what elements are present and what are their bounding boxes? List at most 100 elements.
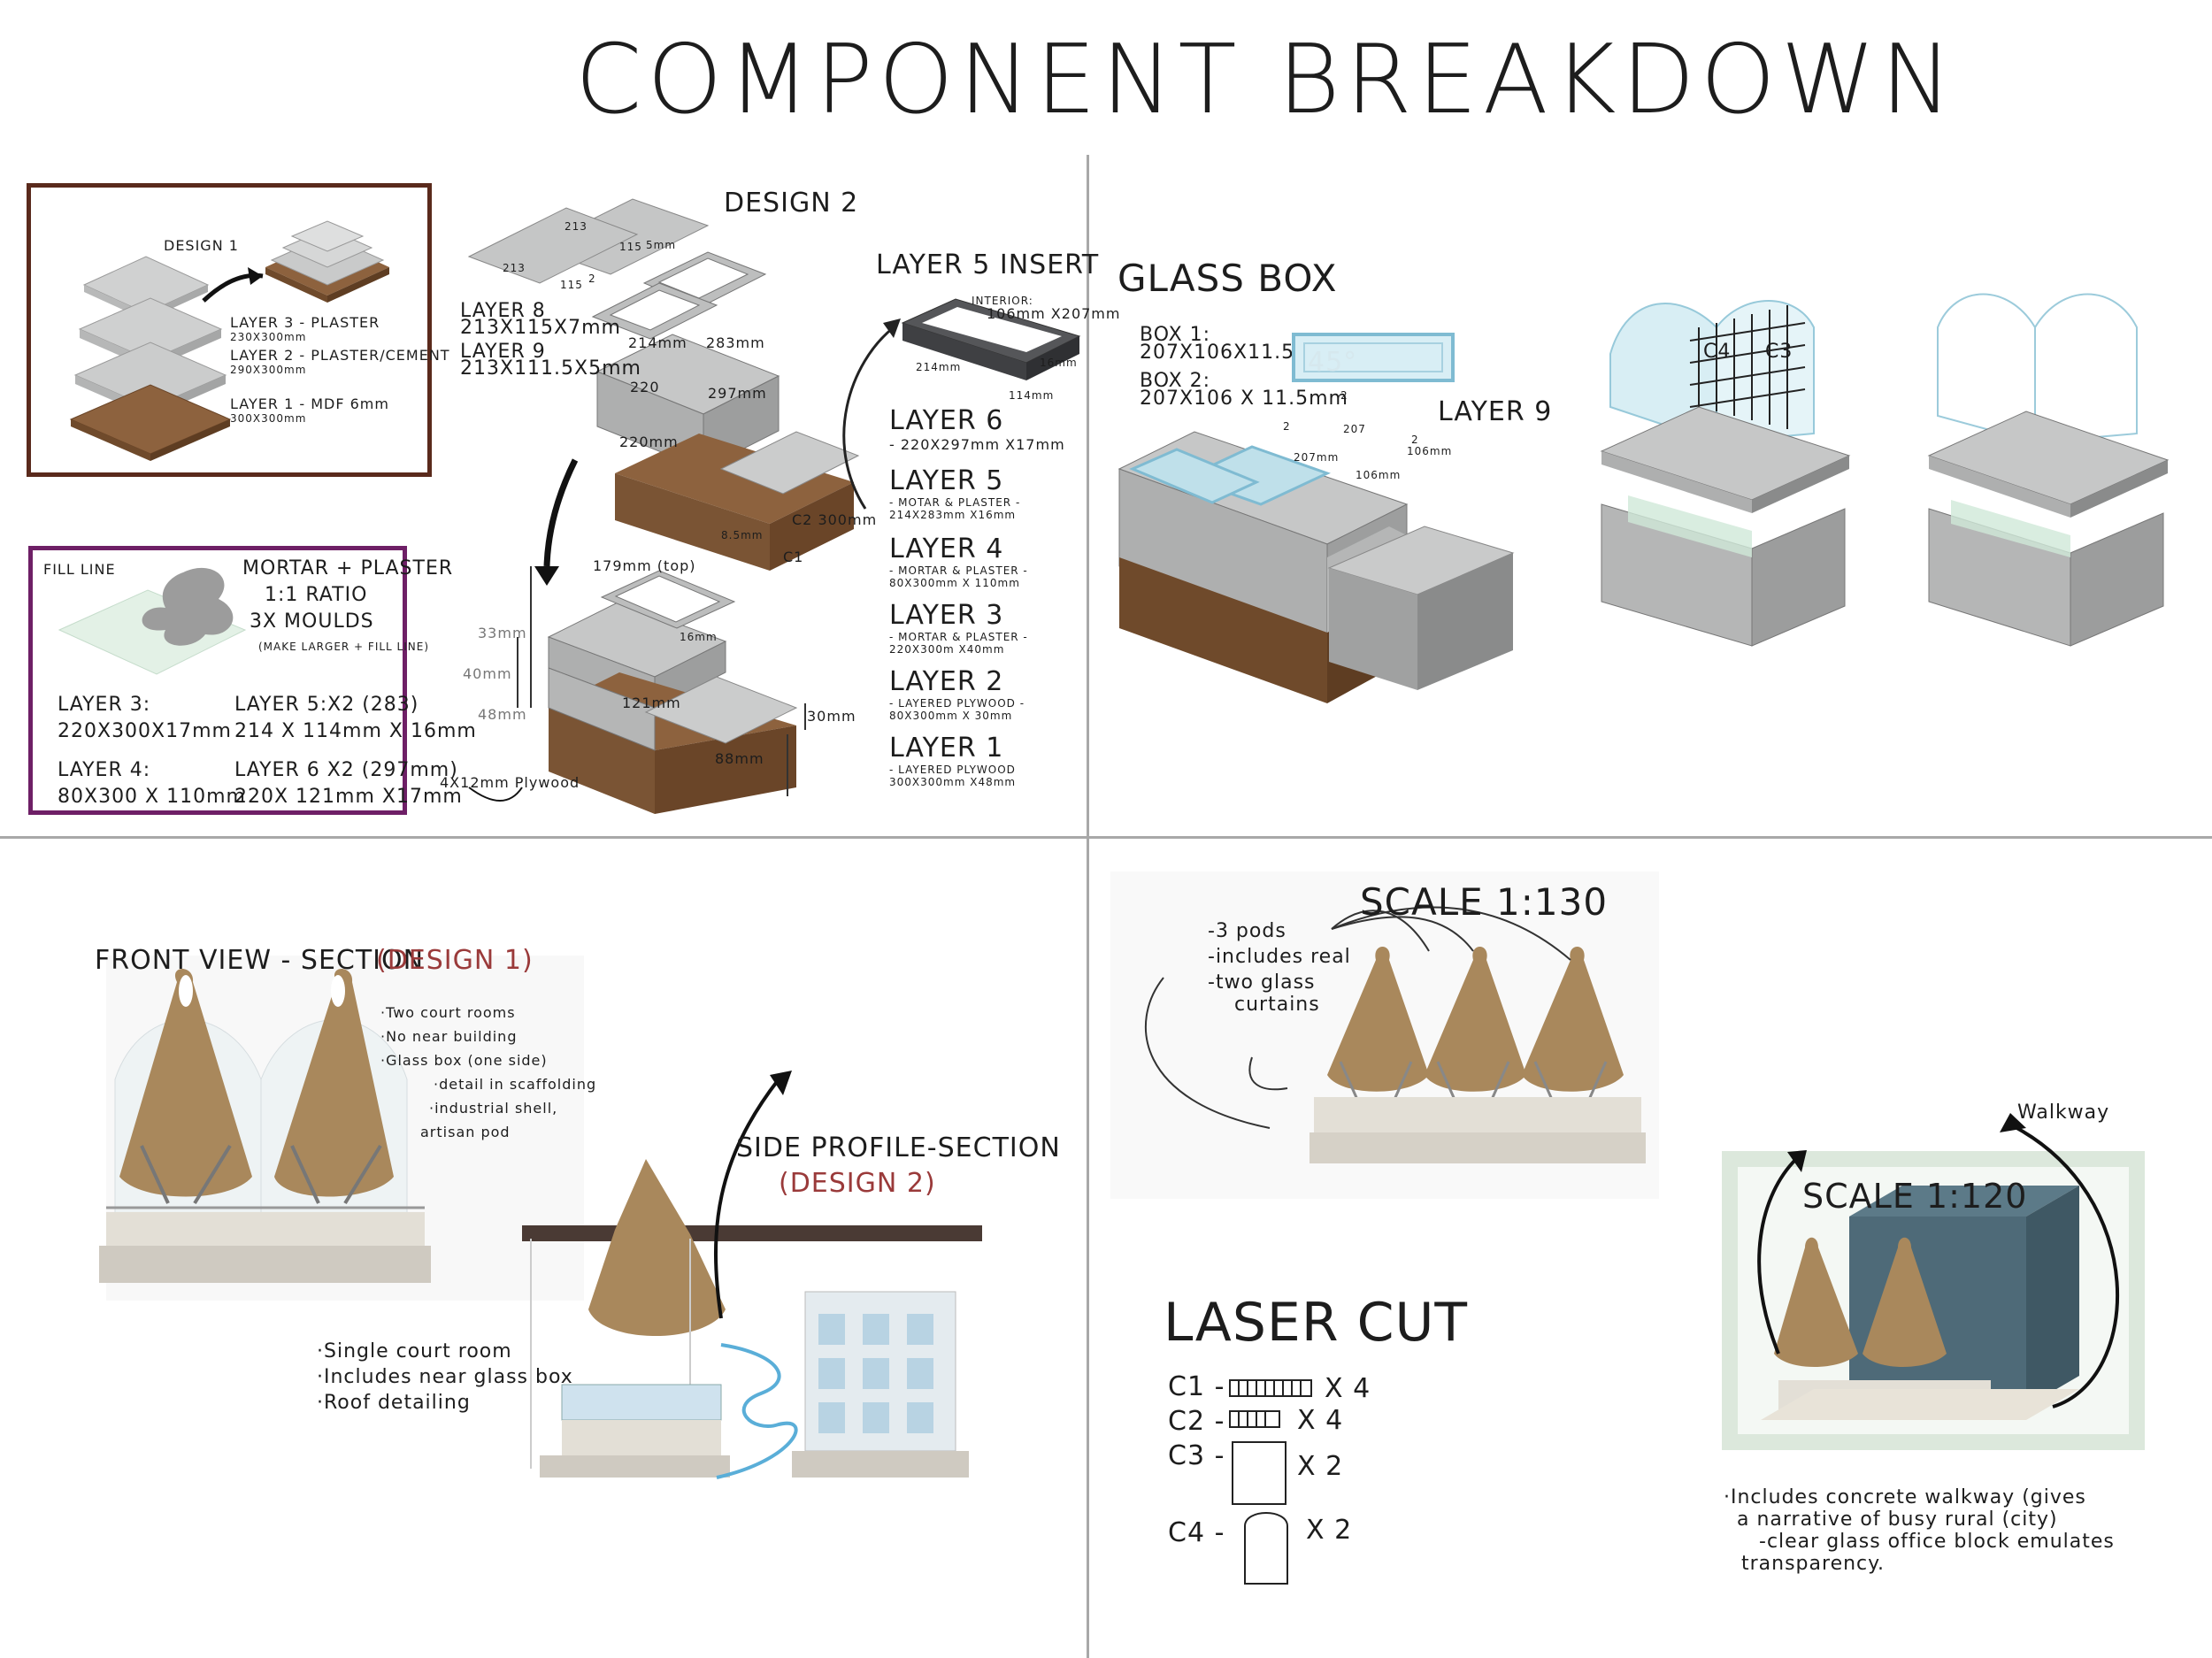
fill-layer6-dim: 220X 121mm X17mm [234,786,463,808]
scale-130-notes: -3 pods -includes real -two glass curtai… [1208,920,1351,1016]
grid-label-c3: C3 [1765,341,1793,363]
glass-box-title: GLASS BOX [1118,257,1338,300]
side-profile-subtitle: (DESIGN 2) [779,1168,936,1199]
dim-plywood: 4X12mm Plywood [440,774,580,791]
glass-angle: 45° [1308,347,1358,378]
fill-layer5-name: LAYER 5:X2 (283) [234,694,419,716]
insert-interior-dim: 106mm X207mm [987,305,1121,322]
fill-line-mould-sketch [58,567,247,675]
s120-note-3: -clear glass office block emulates [1759,1531,2115,1553]
lc-c4-qty: X 2 [1306,1515,1353,1546]
fv-note-1: ·Two court rooms [380,1004,516,1021]
lc-c2-qty: X 4 [1297,1405,1344,1436]
fill-layer4-name: LAYER 4: [58,759,151,781]
fill-line-label: FILL LINE [43,561,116,578]
design2-exploded-model [467,198,1081,814]
lc-c2-code: C2 - [1168,1406,1225,1437]
sp-note-1: ·Single court room [317,1340,512,1362]
mortar-plaster-panel: FILL LINE MORTAR + PLASTER 1:1 RATIO 3X … [28,546,476,815]
dim-48: 48mm [478,706,527,723]
design2-title: DESIGN 2 [724,188,859,219]
glass-small-3: 207 [1343,423,1366,435]
fill-layer5-dim: 214 X 114mm X 16mm [234,720,477,742]
fv-note-3: ·Glass box (one side) [380,1052,548,1069]
d2-layer4-dim: - MORTAR & PLASTER - 80X300mm X 110mm [889,564,1028,589]
s120-note-2: a narrative of busy rural (city) [1737,1508,2058,1531]
fv-note-6: artisan pod [420,1124,511,1140]
fv-note-2: ·No near building [380,1028,518,1045]
model-label-10: 297mm [708,385,767,402]
design1-layer3-name: LAYER 3 - PLASTER [230,314,380,331]
dim-top: 179mm (top) [593,557,696,574]
walkway-label: Walkway [2017,1101,2110,1124]
d2-layer1-dim: - LAYERED PLYWOOD 300X300mm X48mm [889,764,1017,788]
front-view-section-drawing [99,956,584,1301]
dim-30: 30mm [807,708,856,725]
model-label-13: C1 [783,549,804,565]
d2-layer3-dim: - MORTAR & PLASTER - 220X300m X40mm [889,631,1028,656]
design1-layer1-name: LAYER 1 - MDF 6mm [230,395,389,412]
sp-note-2: ·Includes near glass box [317,1366,573,1388]
fv-note-5: ·industrial shell, [429,1100,558,1117]
vertical-divider [1087,155,1089,1658]
design1-layer1-dim: 300X300mm [230,412,307,425]
scale-120-notes: ·Includes concrete walkway (gives a narr… [1724,1486,2115,1575]
layer8-name: LAYER 8 [460,300,546,322]
glass-small-7: 106mm [1407,445,1453,457]
model-label-12: C2 300mm [792,511,878,528]
design1-label: DESIGN 1 [164,237,239,254]
lc-c1-qty: X 4 [1325,1373,1371,1404]
model-label-1: 213 [565,220,588,233]
fill-layer3-name: LAYER 3: [58,694,151,716]
s130-note-2: -includes real [1208,946,1351,968]
page-title: COMPONENT BREAKDOWN [575,25,1958,135]
s120-note-4: transparency. [1741,1553,1886,1575]
side-profile-notes: ·Single court room ·Includes near glass … [317,1340,573,1414]
glass-small-1: 2 [1283,420,1291,433]
glass-small-2: 2 [1340,389,1348,402]
design1-layer3-dim: 230X300mm [230,331,307,343]
model-label-11: 220mm [619,434,679,450]
grid-label-c4: C4 [1703,341,1732,363]
laser-cut-codes: C1 - C2 - C3 - C4 - [1168,1371,1225,1548]
dim-16: 16mm [680,631,718,643]
dim-40: 40mm [463,665,512,682]
fill-note: (MAKE LARGER + FILL LINE) [258,641,430,653]
fill-layer4-dim: 80X300 X 110mm [58,786,246,808]
layer9-dim: 213X111.5X5mm [460,357,641,380]
s130-note-4: curtains [1234,994,1320,1016]
scale-120-drawing [1722,1113,2145,1450]
insert-dim-16: 16mm [1040,357,1078,369]
model-label-5: 115 [560,279,583,291]
scale-130-drawing [1110,871,1659,1199]
front-view-subtitle: (DESIGN 1) [376,945,534,976]
s130-note-1: -3 pods [1208,920,1286,942]
dim-121: 121mm [622,695,681,711]
s130-note-3: -two glass [1208,971,1316,994]
d2-layer4-name: LAYER 4 [889,533,1004,564]
box2-name: BOX 2: [1140,370,1211,392]
design2-layer-list: LAYER 6 - 220X297mm X17mm LAYER 5 - MOTA… [889,405,1084,788]
d2-layer6-dim: - 220X297mm X17mm [889,436,1065,453]
design1-layer-list: LAYER 3 - PLASTER 230X300mm LAYER 2 - PL… [230,314,450,425]
d2-layer5-name: LAYER 5 [889,465,1004,496]
dim-33: 33mm [478,625,527,641]
glass-small-4: 207mm [1294,451,1340,464]
lc-c4-code: C4 - [1168,1517,1225,1548]
design1-panel: DESIGN 1 LAYER 3 - PLASTER 230X300mm LAY… [27,183,449,477]
side-profile-title: SIDE PROFILE-SECTION [736,1132,1061,1163]
front-view-title: FRONT VIEW - SECTION [95,945,425,976]
model-label-3: 5mm [646,239,677,251]
model-label-2: 115 [619,241,642,253]
fill-ratio: 1:1 RATIO [265,584,368,606]
design1-exploded-layers [69,220,389,461]
design1-layer2-name: LAYER 2 - PLASTER/CEMENT [230,347,450,364]
layer5-insert-title: LAYER 5 INSERT [876,249,1100,280]
side-profile-section-drawing [522,1071,982,1479]
fv-note-4: ·detail in scaffolding [434,1076,597,1093]
s120-note-1: ·Includes concrete walkway (gives [1724,1486,2086,1508]
layer9-label: LAYER 9 [1438,396,1553,427]
d2-layer2-name: LAYER 2 [889,666,1004,697]
dim-88: 88mm [715,750,764,767]
d2-layer1-name: LAYER 1 [889,733,1004,764]
